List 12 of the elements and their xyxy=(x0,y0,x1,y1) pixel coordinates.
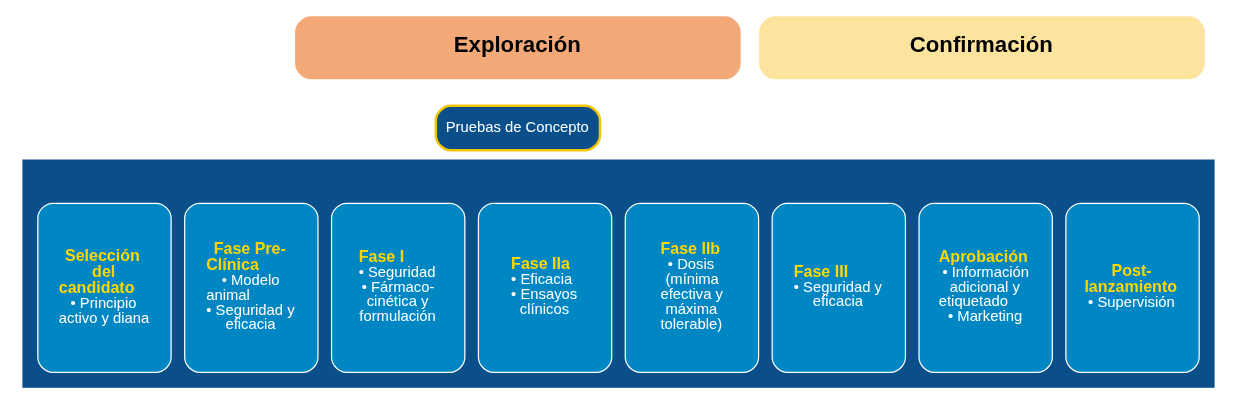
node-box: Fase Pre-Clínica • Modelo animal • Seguridad y eficacia xyxy=(184,202,319,373)
node-box: Post-lanzamiento • Supervisión xyxy=(1065,202,1200,373)
node-box: Fase IIb • Dosis (mínima efectiva y máxima tolerable) xyxy=(624,202,760,373)
node-box: Fase III • Seguridad y eficacia xyxy=(771,202,907,373)
node-box: Confirmación xyxy=(759,15,1205,79)
node-box: Exploración xyxy=(295,15,741,79)
node-box: Fase IIa • Eficacia • Ensayos clínicos xyxy=(477,202,613,373)
node-box: Pruebas de Concepto xyxy=(434,104,602,151)
node-box: Aprobación • Información adicional y etiquetado • Marketing xyxy=(918,202,1053,373)
cluster xyxy=(22,159,1215,388)
node-box: Selección del candidato • Principio activo y diana xyxy=(37,202,172,373)
node-box: Fase I • Seguridad • Fármaco-cinética y formulación xyxy=(330,202,466,373)
